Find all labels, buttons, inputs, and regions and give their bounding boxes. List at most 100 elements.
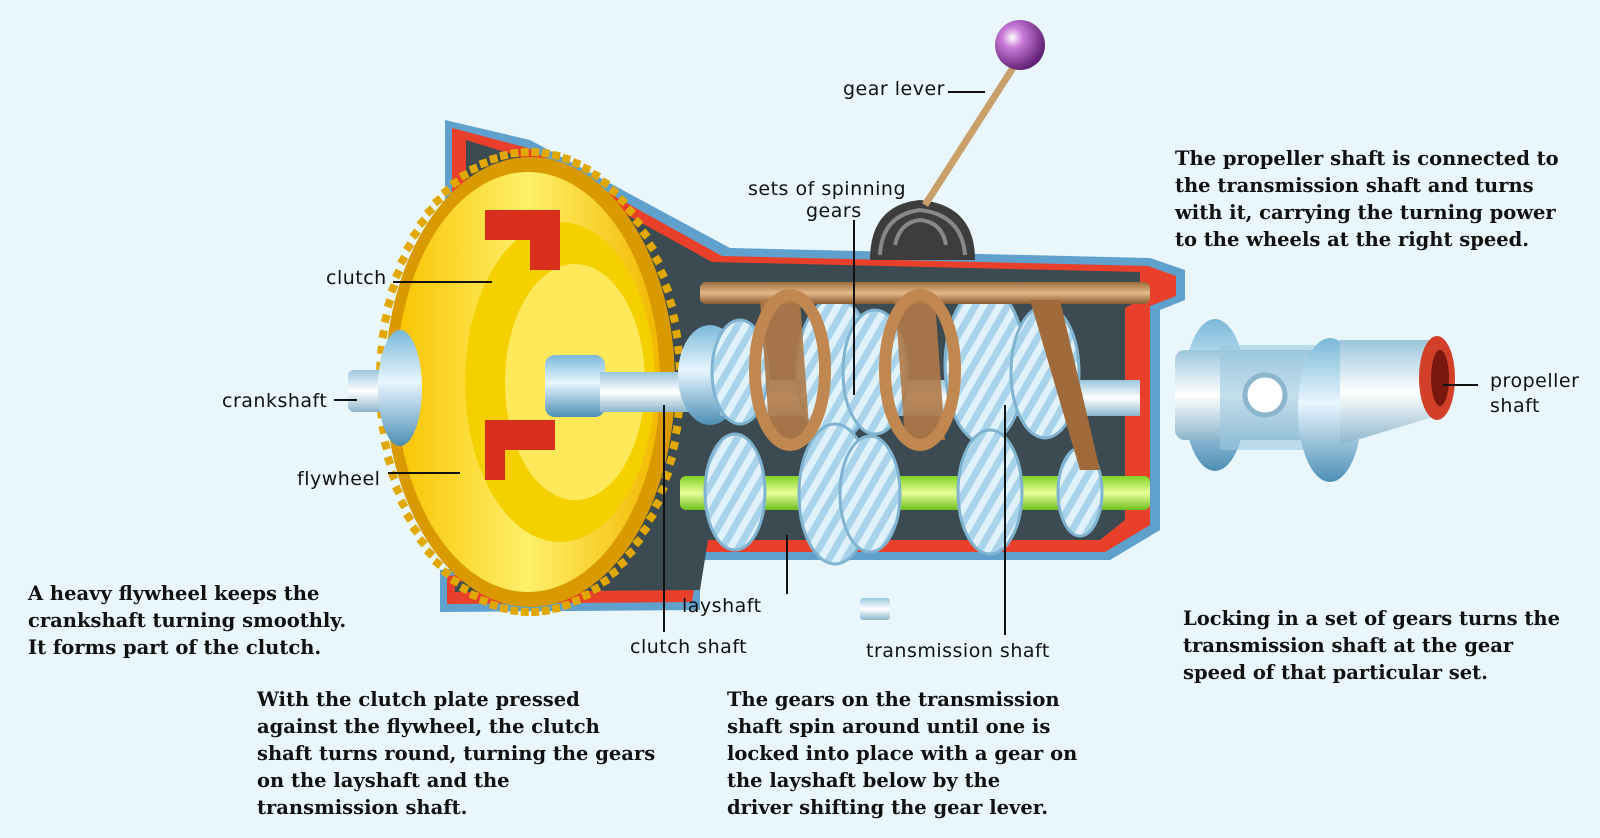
flywheel-tooth	[383, 298, 395, 309]
flywheel-tooth	[580, 163, 592, 174]
crankshaft-graphic	[348, 330, 422, 446]
drain-plug-graphic	[860, 598, 890, 620]
gear	[838, 434, 902, 554]
flywheel-tooth	[665, 455, 677, 466]
flywheel-tooth	[397, 498, 409, 510]
flywheel-tooth	[488, 600, 499, 611]
layshaft-graphic	[680, 476, 1150, 510]
leader-lines	[334, 91, 1478, 635]
flywheel-tooth	[608, 185, 620, 197]
flywheel-tooth	[423, 547, 436, 559]
flywheel-tooth	[458, 169, 470, 181]
caption-line: It forms part of the clutch.	[28, 636, 322, 659]
caption-gears: The gears on the transmission shaft spin…	[727, 686, 1127, 821]
flywheel-tooth	[380, 440, 391, 451]
caption-line: Locking in a set of gears turns the	[1183, 607, 1560, 630]
flywheel-tooth	[440, 185, 452, 197]
flywheel-tooth	[531, 148, 540, 157]
flywheel-tooth	[580, 590, 592, 601]
flywheel-tooth	[571, 158, 582, 169]
label-flywheel: flywheel	[297, 468, 381, 490]
gear	[956, 428, 1024, 556]
caption-line: The propeller shaft is connected to	[1175, 147, 1559, 170]
gear-lever-graphic	[870, 20, 1045, 260]
flywheel-tooth	[403, 511, 415, 523]
flywheel-tooth	[639, 524, 651, 536]
flywheel-graphic	[376, 148, 684, 616]
flywheel-tooth	[397, 254, 409, 266]
flywheel-tooth	[590, 169, 602, 181]
flywheel-tooth	[616, 195, 628, 207]
caption-line: the layshaft below by the	[727, 769, 1001, 792]
flywheel-tooth	[651, 254, 663, 266]
flywheel-tooth	[657, 484, 668, 496]
flywheel-tooth	[616, 557, 628, 569]
flywheel-tooth	[380, 313, 391, 324]
flywheel-tooth	[671, 425, 682, 435]
label-crankshaft: crankshaft	[222, 390, 328, 412]
caption-line: crankshaft turning smoothly.	[28, 609, 347, 632]
flywheel-tooth	[541, 148, 551, 158]
label-propeller-shaft-line2: shaft	[1490, 395, 1540, 417]
caption-line: to the wheels at the right speed.	[1175, 228, 1530, 251]
flywheel-tooth	[661, 283, 673, 294]
flywheel-tooth	[378, 329, 389, 339]
flywheel-tooth	[639, 228, 651, 240]
caption-line: on the layshaft and the	[257, 769, 510, 792]
caption-locking: Locking in a set of gears turns the tran…	[1183, 605, 1593, 686]
caption-line: with it, carrying the turning power	[1175, 201, 1556, 224]
caption-line: driver shifting the gear lever.	[727, 796, 1049, 819]
flywheel-tooth	[449, 177, 461, 189]
caption-line: the transmission shaft and turns	[1175, 174, 1534, 197]
flywheel-tooth	[468, 590, 480, 601]
flywheel-tooth	[387, 470, 399, 481]
gear-sets	[703, 285, 1104, 566]
flywheel-tooth	[551, 150, 561, 161]
flywheel-tooth	[531, 607, 540, 616]
flywheel-tooth	[383, 455, 395, 466]
flywheel-tooth	[409, 228, 421, 240]
flywheel-tooth	[632, 216, 644, 228]
flywheel-tooth	[488, 153, 499, 164]
label-clutch: clutch	[326, 267, 387, 289]
flywheel-tooth	[520, 607, 529, 616]
caption-clutch: With the clutch plate pressed against th…	[257, 686, 677, 821]
flywheel-tooth	[416, 536, 428, 548]
label-propeller-shaft-line1: propeller	[1490, 370, 1580, 392]
flywheel-tooth	[657, 268, 668, 280]
flywheel-tooth	[599, 575, 611, 587]
flywheel-tooth	[387, 283, 399, 294]
flywheel-tooth	[423, 205, 436, 217]
flywheel-tooth	[608, 567, 620, 579]
caption-line: shaft turns round, turning the gears	[257, 742, 656, 765]
flywheel-tooth	[509, 148, 519, 158]
caption-line: With the clutch plate pressed	[257, 688, 580, 711]
flywheel-tooth	[624, 205, 637, 217]
flywheel-tooth	[499, 603, 509, 614]
flywheel-tooth	[599, 177, 611, 189]
flywheel-tooth	[551, 603, 561, 614]
flywheel-tooth	[478, 595, 489, 606]
flywheel-tooth	[561, 153, 572, 164]
selector-mechanism	[700, 282, 1150, 470]
caption-flywheel: A heavy flywheel keeps the crankshaft tu…	[28, 580, 408, 661]
label-clutch-shaft: clutch shaft	[630, 636, 748, 658]
flywheel-tooth	[669, 440, 680, 451]
flywheel-tooth	[541, 606, 551, 616]
caption-line: The gears on the transmission	[727, 688, 1060, 711]
caption-line: transmission shaft.	[257, 796, 468, 819]
caption-line: speed of that particular set.	[1183, 661, 1488, 684]
caption-line: against the flywheel, the clutch	[257, 715, 600, 738]
flywheel-tooth	[645, 511, 657, 523]
flywheel-tooth	[571, 595, 582, 606]
flywheel-tooth	[669, 313, 680, 324]
flywheel-tooth	[440, 567, 452, 579]
propeller-coupling-graphic	[1175, 319, 1455, 482]
flywheel-tooth	[520, 148, 529, 157]
flywheel-tooth	[432, 557, 444, 569]
label-sets-of-gears-line2: gears	[806, 200, 862, 222]
flywheel-tooth	[590, 583, 602, 595]
label-sets-of-gears-line1: sets of spinning	[748, 178, 907, 200]
